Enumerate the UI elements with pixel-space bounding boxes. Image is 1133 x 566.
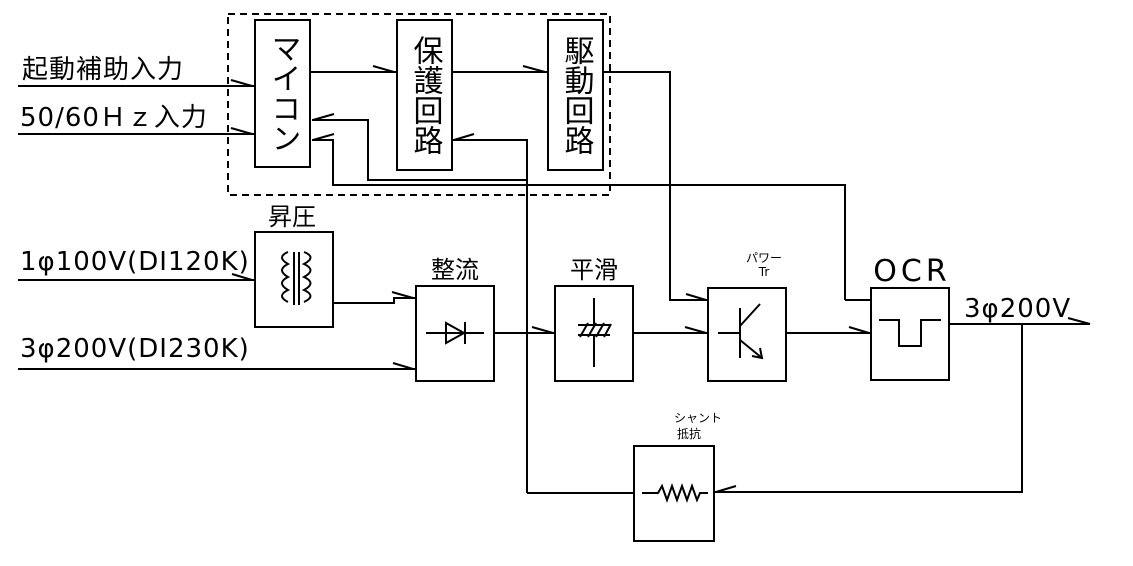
rectifier-block [415, 285, 495, 382]
micom-block: マイコン [254, 19, 311, 168]
hz-input-label: 50/60Ｈｚ入力 [20, 103, 208, 133]
rectifier-title: 整流 [431, 256, 479, 284]
smoothing-block [554, 285, 634, 382]
control-section-border [227, 13, 611, 196]
start-assist-input-label: 起動補助入力 [22, 55, 184, 85]
booster-title: 昇圧 [268, 203, 316, 231]
three-phase-input-label: 3φ200V(DI230K) [20, 334, 250, 364]
transistor-icon [718, 303, 764, 360]
shunt-title-line2: 抵抗 [677, 426, 701, 441]
shunt-resistor-block [633, 445, 715, 542]
power-tr-title-line1: パワー [746, 251, 782, 265]
capacitor-icon [578, 298, 612, 367]
ocr-block [870, 287, 950, 381]
booster-block [254, 231, 334, 328]
power-transistor-block [707, 287, 787, 382]
micom-label: マイコン [266, 33, 301, 153]
power-tr-title-line2: Tr [758, 265, 770, 279]
shunt-title-line1: シャント [674, 411, 722, 425]
protection-block: 保護回路 [396, 19, 453, 171]
ocr-title: OCR [873, 254, 950, 289]
transformer-icon [281, 251, 312, 305]
drive-label: 駆動回路 [559, 35, 595, 155]
diode-icon [426, 321, 484, 345]
drive-block: 駆動回路 [547, 19, 604, 171]
resistor-icon [642, 483, 708, 503]
smoothing-title: 平滑 [570, 256, 618, 284]
ocr-waveform-icon [879, 319, 941, 347]
protection-label: 保護回路 [408, 35, 444, 155]
output-label: 3φ200V [964, 294, 1071, 324]
single-phase-input-label: 1φ100V(DI120K) [20, 247, 250, 277]
